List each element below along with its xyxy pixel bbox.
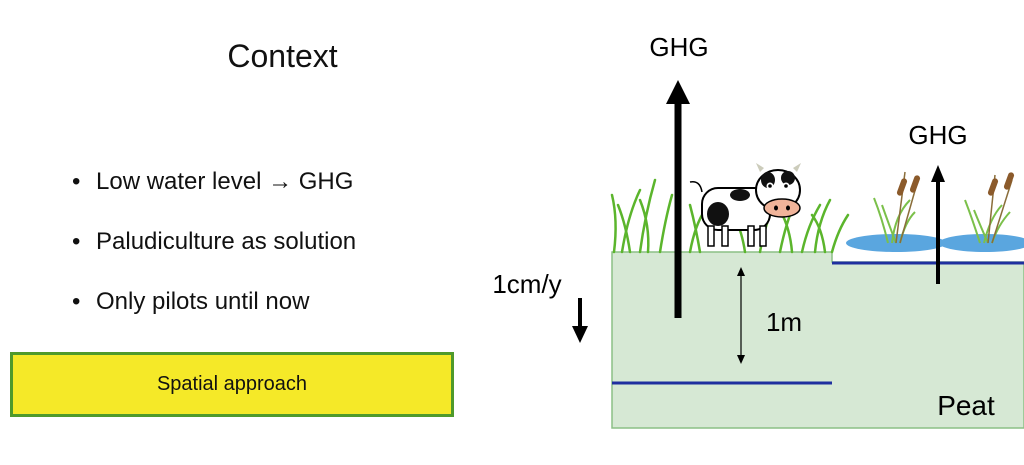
reed-icon	[964, 172, 1015, 244]
bullet-list: • Low water level → GHG • Paludiculture as…	[72, 168, 356, 348]
bullet-item: • Paludiculture as solution	[72, 228, 356, 288]
reed-icon	[873, 171, 921, 244]
ghg-label-right: GHG	[908, 120, 967, 150]
bullet-text: Low water level → GHG	[96, 168, 354, 195]
depth-arrow-down-icon	[737, 355, 745, 364]
cow-icon	[689, 163, 801, 247]
bullet-text: Paludiculture as solution	[96, 228, 357, 255]
bullet-text: Only pilots until now	[96, 288, 310, 315]
bullet-dot-icon: •	[72, 168, 81, 195]
bullet-item: • Low water level → GHG	[72, 168, 356, 228]
subsidence-label: 1cm/y	[492, 269, 561, 299]
slide-title: Context	[227, 38, 338, 74]
ghg-arrow-head-large-icon	[666, 80, 690, 104]
bullet-item: • Only pilots until now	[72, 288, 356, 348]
ghg-label-left: GHG	[649, 32, 708, 62]
spatial-approach-label: Spatial approach	[156, 373, 308, 395]
subsidence-arrow-head-icon	[572, 326, 588, 343]
peat-label: Peat	[937, 390, 995, 421]
depth-arrow-up-icon	[737, 267, 745, 276]
ghg-arrow-head-small-icon	[931, 165, 945, 182]
spatial-approach-button[interactable]: Spatial approach	[10, 352, 454, 417]
bullet-dot-icon: •	[72, 288, 81, 315]
pond-icon	[939, 234, 1024, 252]
bullet-dot-icon: •	[72, 228, 81, 255]
depth-label: 1m	[766, 307, 802, 337]
